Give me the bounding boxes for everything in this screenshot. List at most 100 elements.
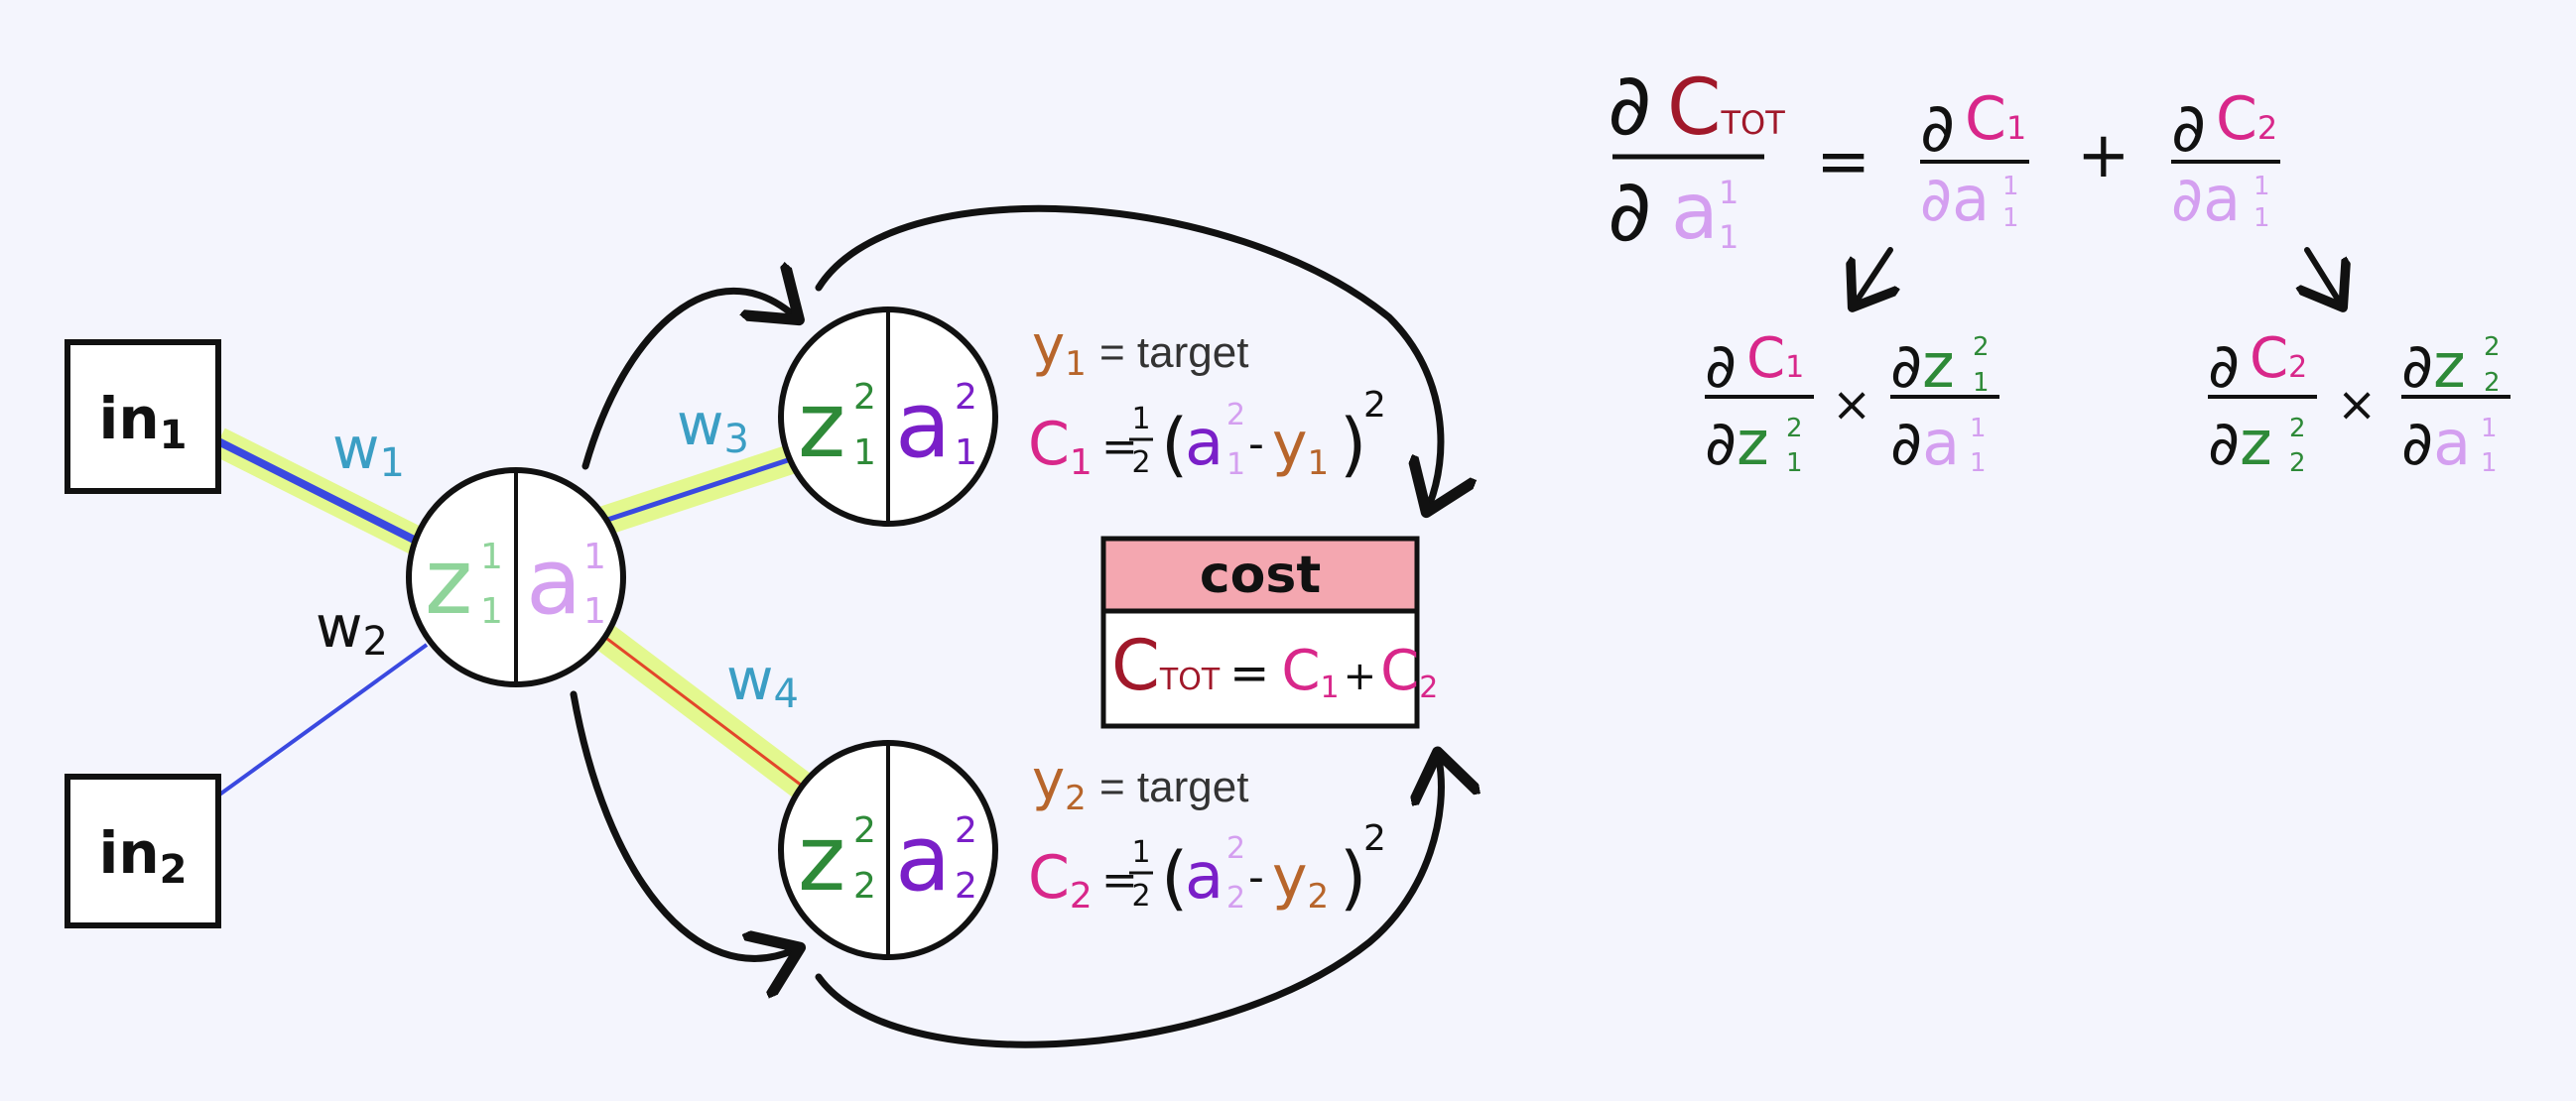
output2-z-sup: 2 (853, 810, 876, 851)
hidden-z-sub: 1 (480, 591, 503, 632)
target-y: y (1032, 749, 1065, 813)
term1-fraction: ∂ C1 ∂a 1 1 (1920, 84, 2029, 235)
edges (211, 428, 812, 797)
svg-text:1: 1 (1719, 218, 1739, 256)
cost-box-title: cost (1200, 546, 1321, 605)
edge-w2 (216, 643, 429, 797)
arrow-output1-to-cost (815, 204, 1441, 506)
svg-text:1: 1 (2481, 448, 2498, 478)
output-neuron-2: z 2 2 a 2 2 (778, 740, 998, 960)
input-label: in (98, 385, 159, 452)
svg-text:∂z: ∂z (2401, 329, 2466, 402)
svg-text:2: 2 (1131, 445, 1150, 480)
edge-w4 (594, 628, 803, 788)
hidden-a-sup: 1 (583, 537, 606, 577)
svg-text:y2: y2 (1272, 843, 1329, 917)
plus-sign: + (2077, 119, 2130, 192)
svg-text:2: 2 (1131, 879, 1150, 914)
svg-text:2: 2 (1363, 385, 1386, 426)
svg-text:C1: C1 (1965, 84, 2026, 154)
svg-text:∂: ∂ (1608, 56, 1651, 155)
term2-fraction: ∂ C2 ∂a 1 1 (2171, 84, 2280, 235)
svg-text:CTOT: CTOT (1667, 63, 1785, 153)
svg-text:in2: in2 (98, 819, 187, 893)
svg-text:∂a: ∂a (1890, 407, 1960, 479)
target-2: y2 = target (1032, 749, 1248, 818)
svg-text:1: 1 (2002, 203, 2019, 233)
svg-text:2: 2 (1226, 398, 1245, 432)
cost-total-equation: CTOT=C1+C2 (1111, 625, 1438, 706)
weight-labels: w1 w2 w3 w4 (316, 391, 799, 717)
svg-text:in1: in1 (98, 385, 187, 458)
svg-text:C1: C1 (1028, 410, 1093, 483)
svg-text:(: ( (1161, 837, 1188, 918)
svg-text:a: a (1671, 168, 1719, 257)
svg-text:): ) (1340, 837, 1366, 918)
svg-text:1: 1 (2254, 172, 2270, 201)
output1-z-sub: 1 (853, 432, 876, 473)
output-neuron-1: z 2 1 a 2 1 (778, 306, 998, 527)
svg-text:∂z: ∂z (1890, 329, 1955, 402)
input-label: in (98, 819, 159, 887)
svg-text:a: a (1185, 407, 1224, 480)
svg-text:2: 2 (1363, 818, 1386, 859)
svg-text:(: ( (1161, 404, 1188, 485)
cost-formula-2: C2 = 1 2 ( a 2 2 - y2 ) 2 (1028, 818, 1386, 918)
lhs-fraction: ∂ CTOT ∂ a 1 1 (1608, 56, 1785, 261)
svg-text:=: = (1101, 855, 1138, 906)
svg-text:∂a: ∂a (1920, 163, 1990, 235)
svg-text:∂z: ∂z (2208, 407, 2272, 479)
output2-z: z (798, 805, 845, 912)
svg-text:C2: C2 (1028, 843, 1093, 917)
chain-rule-2: ∂ C2 ∂z 2 2 × ∂z 2 2 ∂a 1 1 (2208, 326, 2511, 479)
output1-a-sub: 1 (955, 432, 977, 473)
svg-text:2: 2 (1973, 332, 1990, 362)
svg-text:1: 1 (1973, 368, 1990, 398)
svg-text:1: 1 (2481, 414, 2498, 443)
svg-text:2: 2 (2484, 332, 2501, 362)
chain-rule-1: ∂ C1 ∂z 2 1 × ∂z 2 1 ∂a 1 1 (1705, 326, 1999, 479)
output2-a-sub: 2 (955, 866, 977, 907)
svg-text:∂: ∂ (1705, 329, 1737, 402)
svg-text:1: 1 (1226, 447, 1245, 482)
output1-a: a (895, 372, 951, 478)
hidden-a-sub: 1 (583, 591, 606, 632)
split-arrow-left (1856, 247, 1890, 303)
svg-text:C2: C2 (2250, 326, 2307, 391)
output2-z-sub: 2 (853, 866, 876, 907)
svg-text:-: - (1248, 419, 1264, 469)
output1-z: z (798, 372, 845, 478)
svg-text:1: 1 (2002, 172, 2019, 201)
weight-label-w3: w3 (677, 391, 749, 462)
weight-label-w4: w4 (726, 646, 799, 717)
cost-box: cost CTOT=C1+C2 (1100, 536, 1438, 729)
input-node-2: in2 (64, 774, 221, 928)
equals-sign: = (1816, 123, 1870, 199)
svg-text:y1: y1 (1272, 410, 1329, 483)
target-eq: = target (1099, 763, 1248, 811)
arrow-output2-to-cost (815, 759, 1441, 1048)
arrow-hidden-to-output1 (581, 291, 794, 470)
derivative-equation: ∂ CTOT ∂ a 1 1 = ∂ C1 ∂a 1 1 + ∂ C2 ∂a 1… (1608, 56, 2511, 479)
svg-text:∂a: ∂a (2401, 407, 2471, 479)
input-node-1: in1 (64, 339, 221, 494)
hidden-a: a (526, 529, 581, 635)
svg-text:2: 2 (1786, 414, 1803, 443)
target-y-sub: 2 (1065, 779, 1087, 818)
svg-text:∂: ∂ (1608, 162, 1651, 261)
hidden-neuron: z 1 1 a 1 1 (406, 467, 626, 687)
split-arrow-right (2307, 247, 2340, 303)
svg-text:∂: ∂ (2171, 89, 2206, 168)
svg-text:∂: ∂ (2208, 329, 2240, 402)
svg-text:2: 2 (2289, 448, 2306, 478)
svg-text:C1: C1 (1746, 326, 1804, 391)
hidden-z-sup: 1 (480, 537, 503, 577)
weight-label-w2: w2 (316, 593, 388, 665)
arrow-hidden-to-output2 (570, 690, 794, 958)
svg-text:2: 2 (1226, 881, 1245, 916)
svg-text:1: 1 (1970, 414, 1987, 443)
svg-text:): ) (1340, 404, 1366, 485)
edge-w1 (216, 437, 424, 548)
cost-formula-1: C1 = 1 2 ( a 2 1 - y1 ) 2 (1028, 385, 1386, 485)
